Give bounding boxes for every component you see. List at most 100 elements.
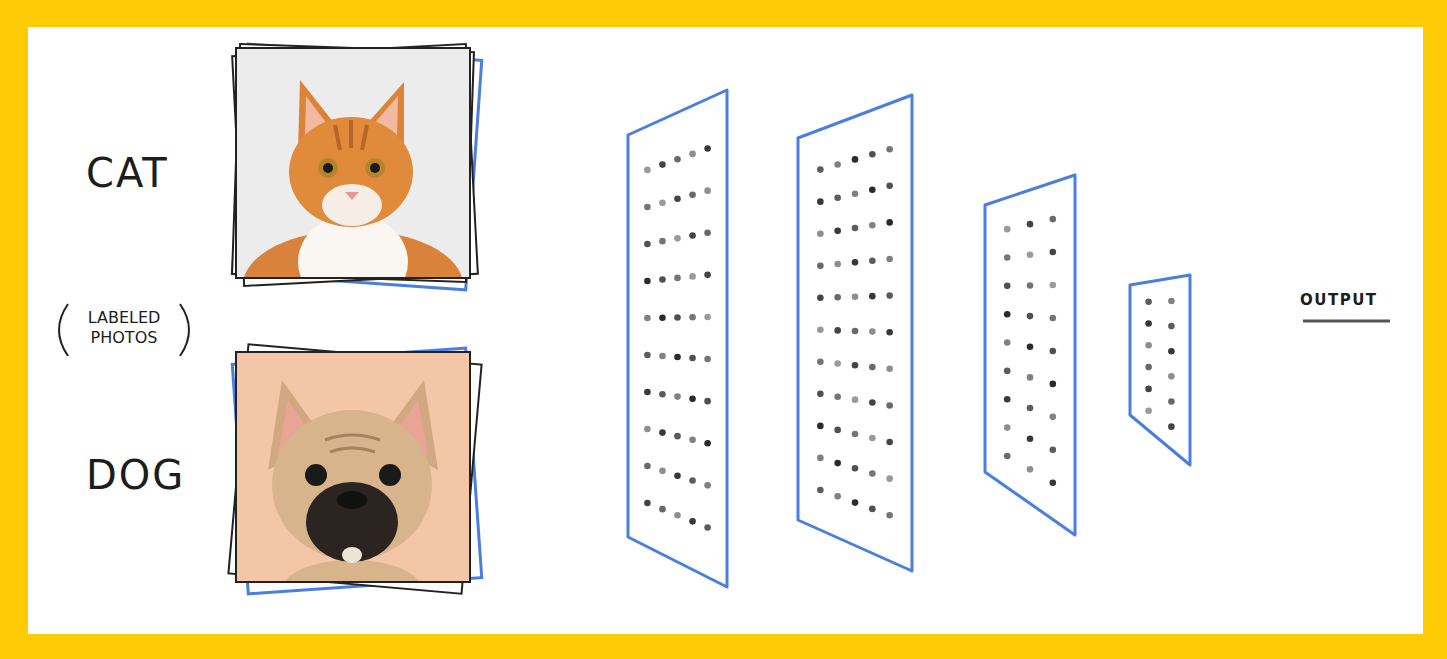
neuron-dot	[1145, 320, 1152, 327]
neuron-dot	[689, 273, 696, 280]
neuron-dot	[852, 156, 859, 163]
neuron-dot	[1027, 343, 1034, 350]
neuron-dot	[834, 360, 841, 367]
neuron-dot	[1050, 479, 1057, 486]
layer-outline	[798, 95, 912, 571]
neuron-dot	[834, 427, 841, 434]
neuron-dot	[704, 145, 711, 152]
neuron-dot	[1050, 414, 1057, 421]
neuron-dot	[869, 364, 876, 371]
neuron-dot	[1145, 407, 1152, 414]
neuron-dot	[689, 232, 696, 239]
neuron-dot	[817, 359, 824, 366]
underline	[1303, 320, 1390, 323]
neuron-dot	[1050, 381, 1057, 388]
dog-muzzle	[306, 482, 398, 562]
neuron-dot	[674, 472, 681, 479]
neuron-dot	[869, 399, 876, 406]
neuron-dot	[817, 487, 824, 494]
neuron-dot	[886, 182, 893, 189]
cat-photo	[236, 48, 470, 278]
neuron-dot	[689, 396, 696, 403]
network-layers	[628, 90, 1190, 587]
neuron-dot	[1027, 313, 1034, 320]
neuron-dot	[1168, 398, 1175, 405]
neuron-dot	[689, 518, 696, 525]
neuron-dot	[852, 465, 859, 472]
dog-photo	[236, 352, 470, 582]
neuron-dot	[644, 463, 651, 470]
neuron-dot	[674, 433, 681, 440]
neuron-dot	[704, 356, 711, 363]
neuron-dot	[1168, 348, 1175, 355]
photo-stack	[228, 344, 481, 620]
neuron-dot	[834, 327, 841, 334]
neuron-dot	[659, 353, 666, 360]
neuron-dot	[852, 499, 859, 506]
neuron-dot	[659, 200, 666, 207]
neuron-dot	[1027, 435, 1034, 442]
neuron-dot	[674, 314, 681, 321]
neuron-dot	[674, 512, 681, 519]
neuron-dot	[1168, 423, 1175, 430]
neuron-dot	[834, 228, 841, 235]
cat-pupil	[370, 163, 380, 173]
neuron-dot	[659, 161, 666, 168]
neuron-dot	[659, 468, 666, 475]
neuron-dot	[1004, 283, 1011, 290]
cat-muzzle	[322, 184, 382, 226]
neuron-dot	[1004, 424, 1011, 431]
neuron-dot	[869, 257, 876, 264]
neuron-dot	[689, 191, 696, 198]
class-label: CAT	[86, 148, 169, 198]
neuron-dot	[674, 156, 681, 163]
neuron-dot	[689, 355, 696, 362]
class-label: DOG	[86, 450, 185, 500]
cat-nose	[345, 192, 359, 200]
neuron-dot	[869, 506, 876, 513]
neuron-dot	[869, 186, 876, 193]
neuron-dot	[852, 190, 859, 197]
neuron-dot	[834, 194, 841, 201]
neuron-dot	[869, 151, 876, 158]
neuron-dot	[644, 389, 651, 396]
neuron-dot	[704, 440, 711, 447]
neuron-dot	[852, 362, 859, 369]
neuron-dot	[1050, 249, 1057, 256]
neuron-dot	[852, 328, 859, 335]
neuron-dot	[886, 256, 893, 263]
neuron-dot	[852, 431, 859, 438]
neuron-dot	[869, 435, 876, 442]
neuron-dot	[869, 328, 876, 335]
neuron-dot	[644, 241, 651, 248]
neuron-dot	[852, 259, 859, 266]
white-panel	[28, 27, 1423, 634]
neuron-dot	[644, 167, 651, 174]
layer-outline	[628, 90, 727, 587]
dog-body	[282, 560, 422, 582]
cat-eye	[365, 158, 385, 178]
neuron-dot	[674, 275, 681, 282]
neuron-dot	[1168, 373, 1175, 380]
neuron-dot	[689, 314, 696, 321]
network-layer	[798, 95, 912, 571]
neuron-dot	[659, 276, 666, 283]
dog-chest	[342, 547, 362, 563]
neuron-dot	[1027, 251, 1034, 258]
neuron-dot	[886, 292, 893, 299]
neuron-dot	[869, 293, 876, 300]
neuron-dot	[644, 278, 651, 285]
neuron-dot	[1168, 298, 1175, 305]
neuron-dot	[674, 235, 681, 242]
neuron-dot	[869, 470, 876, 477]
neuron-dot	[1027, 221, 1034, 228]
neuron-dot	[817, 326, 824, 333]
neuron-dot	[834, 393, 841, 400]
neuron-dot	[817, 391, 824, 398]
neuron-dot	[834, 261, 841, 268]
neuron-dot	[1145, 298, 1152, 305]
neuron-dot	[1027, 374, 1034, 381]
layer-outline	[985, 175, 1075, 535]
neuron-dot	[886, 366, 893, 373]
